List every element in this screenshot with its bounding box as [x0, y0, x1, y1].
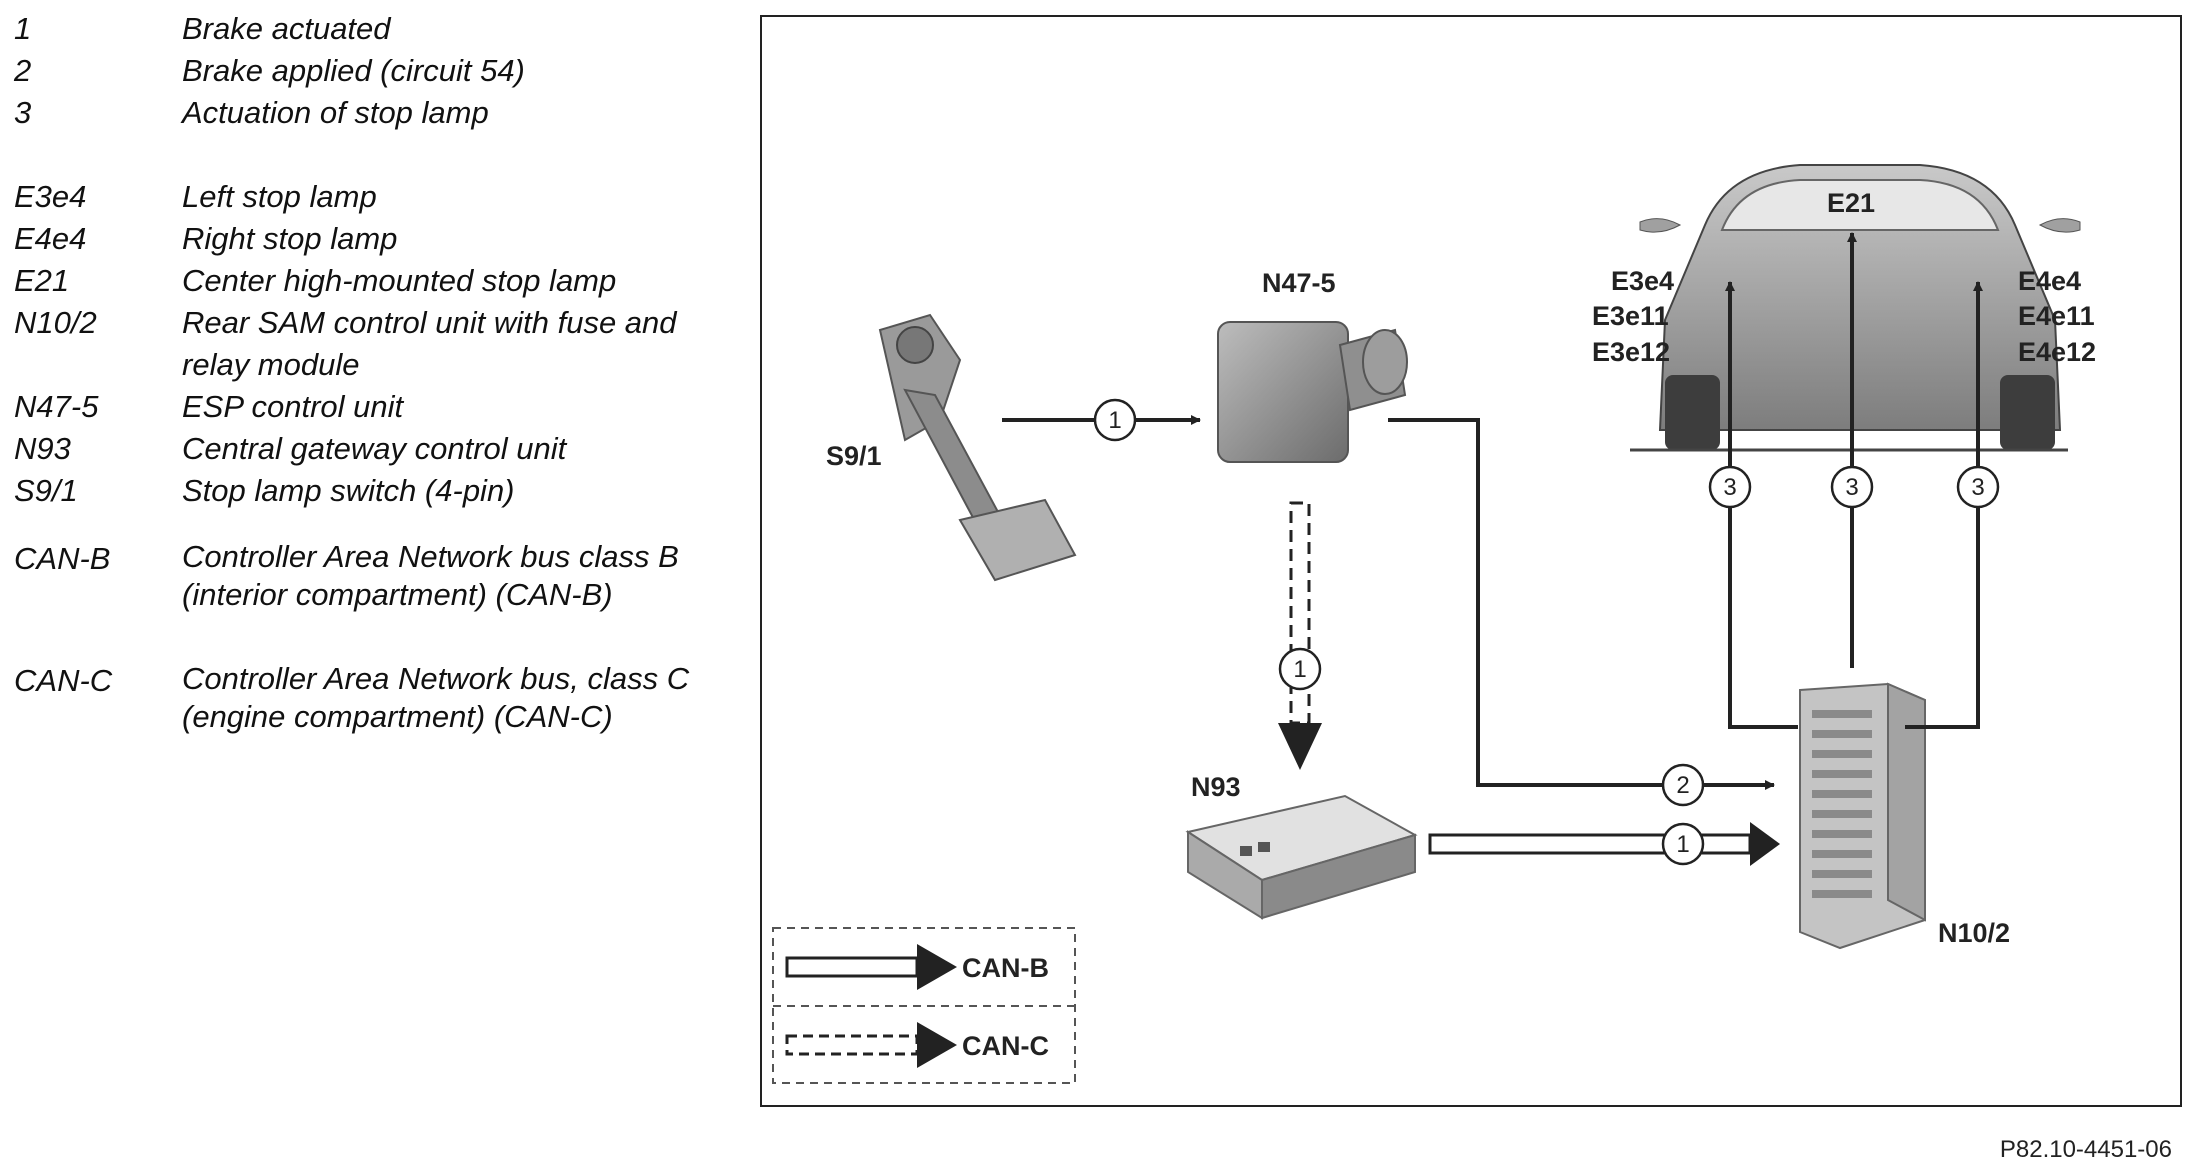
legend-desc: Center high-mounted stop lamp [182, 263, 617, 298]
legend-desc: Rear SAM control unit with fuse and rela… [182, 305, 677, 382]
legend-desc: Actuation of stop lamp [182, 95, 489, 130]
legend-item: N93 Central gateway control unit [14, 428, 734, 470]
figure-reference: P82.10-4451-06 [1999, 1136, 2172, 1163]
legend-desc: ESP control unit [182, 389, 404, 424]
legend-code: 1 [14, 11, 32, 46]
s9-1-label: S9/1 [826, 441, 882, 471]
marker-esp-to-gateway: 1 [1293, 656, 1306, 683]
legend-desc: Controller Area Network bus class B (int… [182, 539, 679, 612]
legend-item: E4e4 Right stop lamp [14, 218, 734, 260]
diagram-frame [760, 15, 2182, 1107]
can-b-link-gateway-to-sam [1428, 822, 1780, 866]
legend-item: 1 Brake actuated [14, 8, 734, 50]
esp-unit-illustration [1217, 321, 1408, 463]
can-b-key-arrow [785, 956, 919, 978]
line-sam-to-right-lamp [1905, 281, 1983, 729]
legend-code: E3e4 [14, 179, 87, 214]
stop-lamp-switch-illustration [878, 313, 1077, 582]
legend-item: S9/1 Stop lamp switch (4-pin) [14, 470, 734, 512]
legend-desc: Stop lamp switch (4-pin) [182, 473, 515, 508]
legend-code: S9/1 [14, 473, 78, 508]
line-sam-to-left-lamp [1725, 281, 1798, 729]
legend-code: N10/2 [14, 305, 97, 340]
n47-5-label: N47-5 [1262, 268, 1336, 298]
legend-item: CAN-C Controller Area Network bus, class … [14, 660, 734, 782]
bus-key [772, 927, 1076, 1084]
can-c-key-label: CAN-C [962, 1031, 1049, 1061]
legend-code: 3 [14, 95, 32, 130]
legend-item: 2 Brake applied (circuit 54) [14, 50, 734, 92]
marker-esp-to-sam: 2 [1676, 772, 1689, 799]
legend-item: E21 Center high-mounted stop lamp [14, 260, 734, 302]
n10-2-label: N10/2 [1938, 918, 2010, 948]
lamp-label-left-3: E3e12 [1592, 337, 1670, 367]
legend-code: E4e4 [14, 221, 87, 256]
legend-desc: Controller Area Network bus, class C (en… [182, 661, 690, 734]
lamp-label-left-2: E3e11 [1592, 301, 1669, 331]
car-rear-illustration [1630, 164, 2081, 452]
gateway-unit-illustration [1185, 794, 1418, 920]
legend-desc: Right stop lamp [182, 221, 398, 256]
lamp-label-right-1: E4e4 [2018, 266, 2081, 296]
e21-label: E21 [1827, 188, 1875, 218]
legend-item: E3e4 Left stop lamp [14, 176, 734, 218]
legend-item: 3 Actuation of stop lamp [14, 92, 734, 134]
legend-desc: Brake applied (circuit 54) [182, 53, 525, 88]
lamp-label-left-1: E3e4 [1611, 266, 1674, 296]
legend-code: N47-5 [14, 389, 99, 424]
legend-code: CAN-C [14, 663, 113, 698]
legend-item: N47-5 ESP control unit [14, 386, 734, 428]
legend-code: N93 [14, 431, 71, 466]
legend: 1 Brake actuated 2 Brake applied (circuit … [14, 8, 734, 782]
marker-s9-to-esp: 1 [1108, 407, 1121, 434]
legend-desc: Brake actuated [182, 11, 391, 46]
marker-left-lamp: 3 [1723, 474, 1736, 501]
legend-item: CAN-B Controller Area Network bus class B… [14, 538, 734, 660]
n93-label: N93 [1191, 772, 1241, 802]
lamp-label-right-2: E4e11 [2018, 301, 2095, 331]
marker-right-lamp: 3 [1971, 474, 1984, 501]
can-c-link-esp-to-gateway [1278, 501, 1322, 770]
legend-item: N10/2 Rear SAM control unit with fuse and… [14, 302, 734, 386]
legend-code: CAN-B [14, 541, 111, 576]
legend-code: E21 [14, 263, 70, 298]
line-esp-to-sam [1388, 418, 1775, 790]
legend-desc: Left stop lamp [182, 179, 377, 214]
can-b-key-label: CAN-B [962, 953, 1049, 983]
rear-sam-illustration [1799, 682, 1926, 950]
legend-code: 2 [14, 53, 32, 88]
marker-gateway-to-sam: 1 [1676, 831, 1689, 858]
legend-desc: Central gateway control unit [182, 431, 567, 466]
lamp-label-right-3: E4e12 [2018, 337, 2096, 367]
can-c-key-arrow [785, 1034, 919, 1056]
marker-center-lamp: 3 [1845, 474, 1858, 501]
